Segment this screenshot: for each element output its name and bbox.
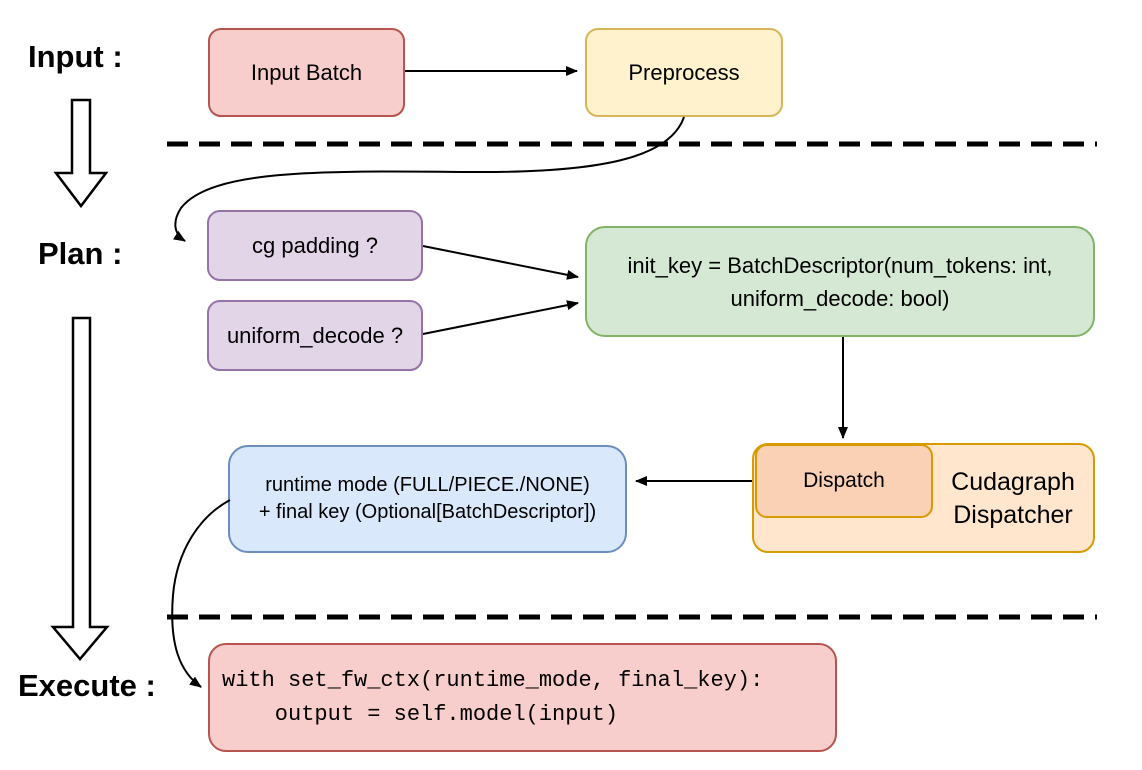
node-init-key: init_key = BatchDescriptor(num_tokens: i… [585,226,1095,337]
node-runtime-mode: runtime mode (FULL/PIECE./NONE) + final … [228,445,627,553]
node-uniform-decode: uniform_decode ? [207,300,423,371]
node-runtime-line1: runtime mode (FULL/PIECE./NONE) [265,474,590,496]
node-init-key-line2: uniform_decode: bool) [730,285,950,311]
node-preprocess-label: Preprocess [628,59,740,85]
node-cg-padding-label: cg padding ? [252,232,378,258]
execute-code-line2: output = self.model(input) [222,701,619,727]
stage-label-plan: Plan : [38,236,123,271]
node-cg-padding: cg padding ? [207,210,423,281]
node-cudagraph-dispatcher-label: Cudagraph Dispatcher [937,466,1089,532]
node-input-batch: Input Batch [208,28,405,117]
block-arrow-plan-to-execute [50,316,110,661]
node-dispatch-label: Dispatch [803,468,885,492]
node-uniform-decode-label: uniform_decode ? [226,322,404,348]
stage-label-execute: Execute : [18,668,156,703]
stage-label-input: Input : [28,39,123,74]
node-cudagraph-dispatcher: Dispatch Cudagraph Dispatcher [752,443,1095,553]
node-runtime-line2: + final key (Optional[BatchDescriptor]) [258,501,597,523]
edge-cgpadding-to-initkey [422,245,579,280]
node-execute-code: with set_fw_ctx(runtime_mode, final_key)… [208,643,837,752]
cudagraph-label-line1: Cudagraph [951,468,1075,496]
node-init-key-line1: init_key = BatchDescriptor(num_tokens: i… [627,252,1053,278]
node-dispatch: Dispatch [755,444,933,518]
cudagraph-label-line2: Dispatcher [953,501,1073,529]
node-preprocess: Preprocess [585,28,783,117]
edge-uniformdecode-to-initkey [422,300,579,335]
execute-code-line1: with set_fw_ctx(runtime_mode, final_key)… [222,667,764,693]
node-input-batch-label: Input Batch [250,59,363,85]
block-arrow-input-to-plan [53,98,109,209]
